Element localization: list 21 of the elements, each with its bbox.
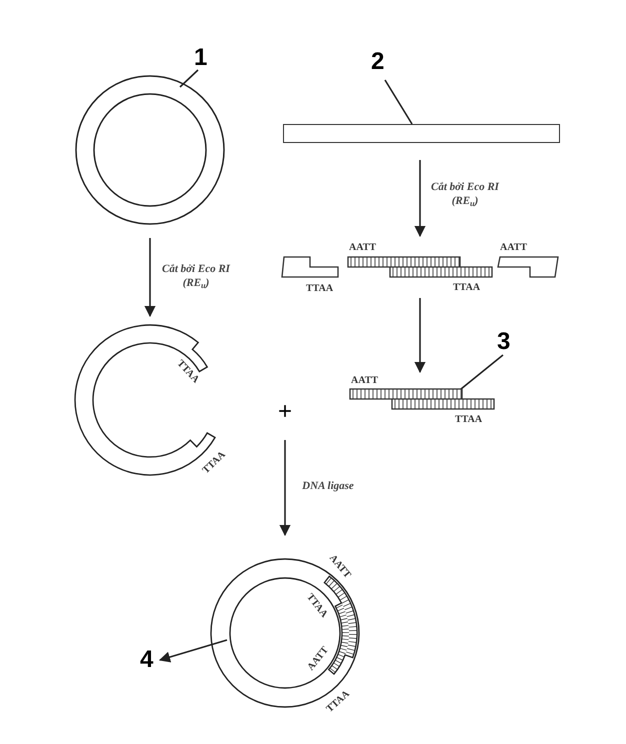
leader-line [384,80,413,124]
leader-line [179,69,199,88]
callout-number: 2 [371,50,384,74]
callout-number: 4 [140,648,154,672]
arrow [414,160,426,238]
sequence-label: TTAA [455,415,482,425]
sequence-label: AATT [351,376,378,386]
callout-number: 1 [194,46,208,70]
arrow [414,298,426,374]
dna-bar [283,124,560,143]
sequence-label: TTAA [306,284,334,294]
plus-sign: + [278,400,292,424]
sequence-label: TTAA [453,283,480,293]
leader-line [460,354,504,390]
leader-line [158,639,228,662]
arrow [144,238,156,318]
plasmid-ring [74,74,226,226]
sequence-label: AATT [500,243,528,253]
sequence-label: AATT [349,243,376,253]
callout-number: 3 [497,330,510,354]
arrow [279,440,291,536]
